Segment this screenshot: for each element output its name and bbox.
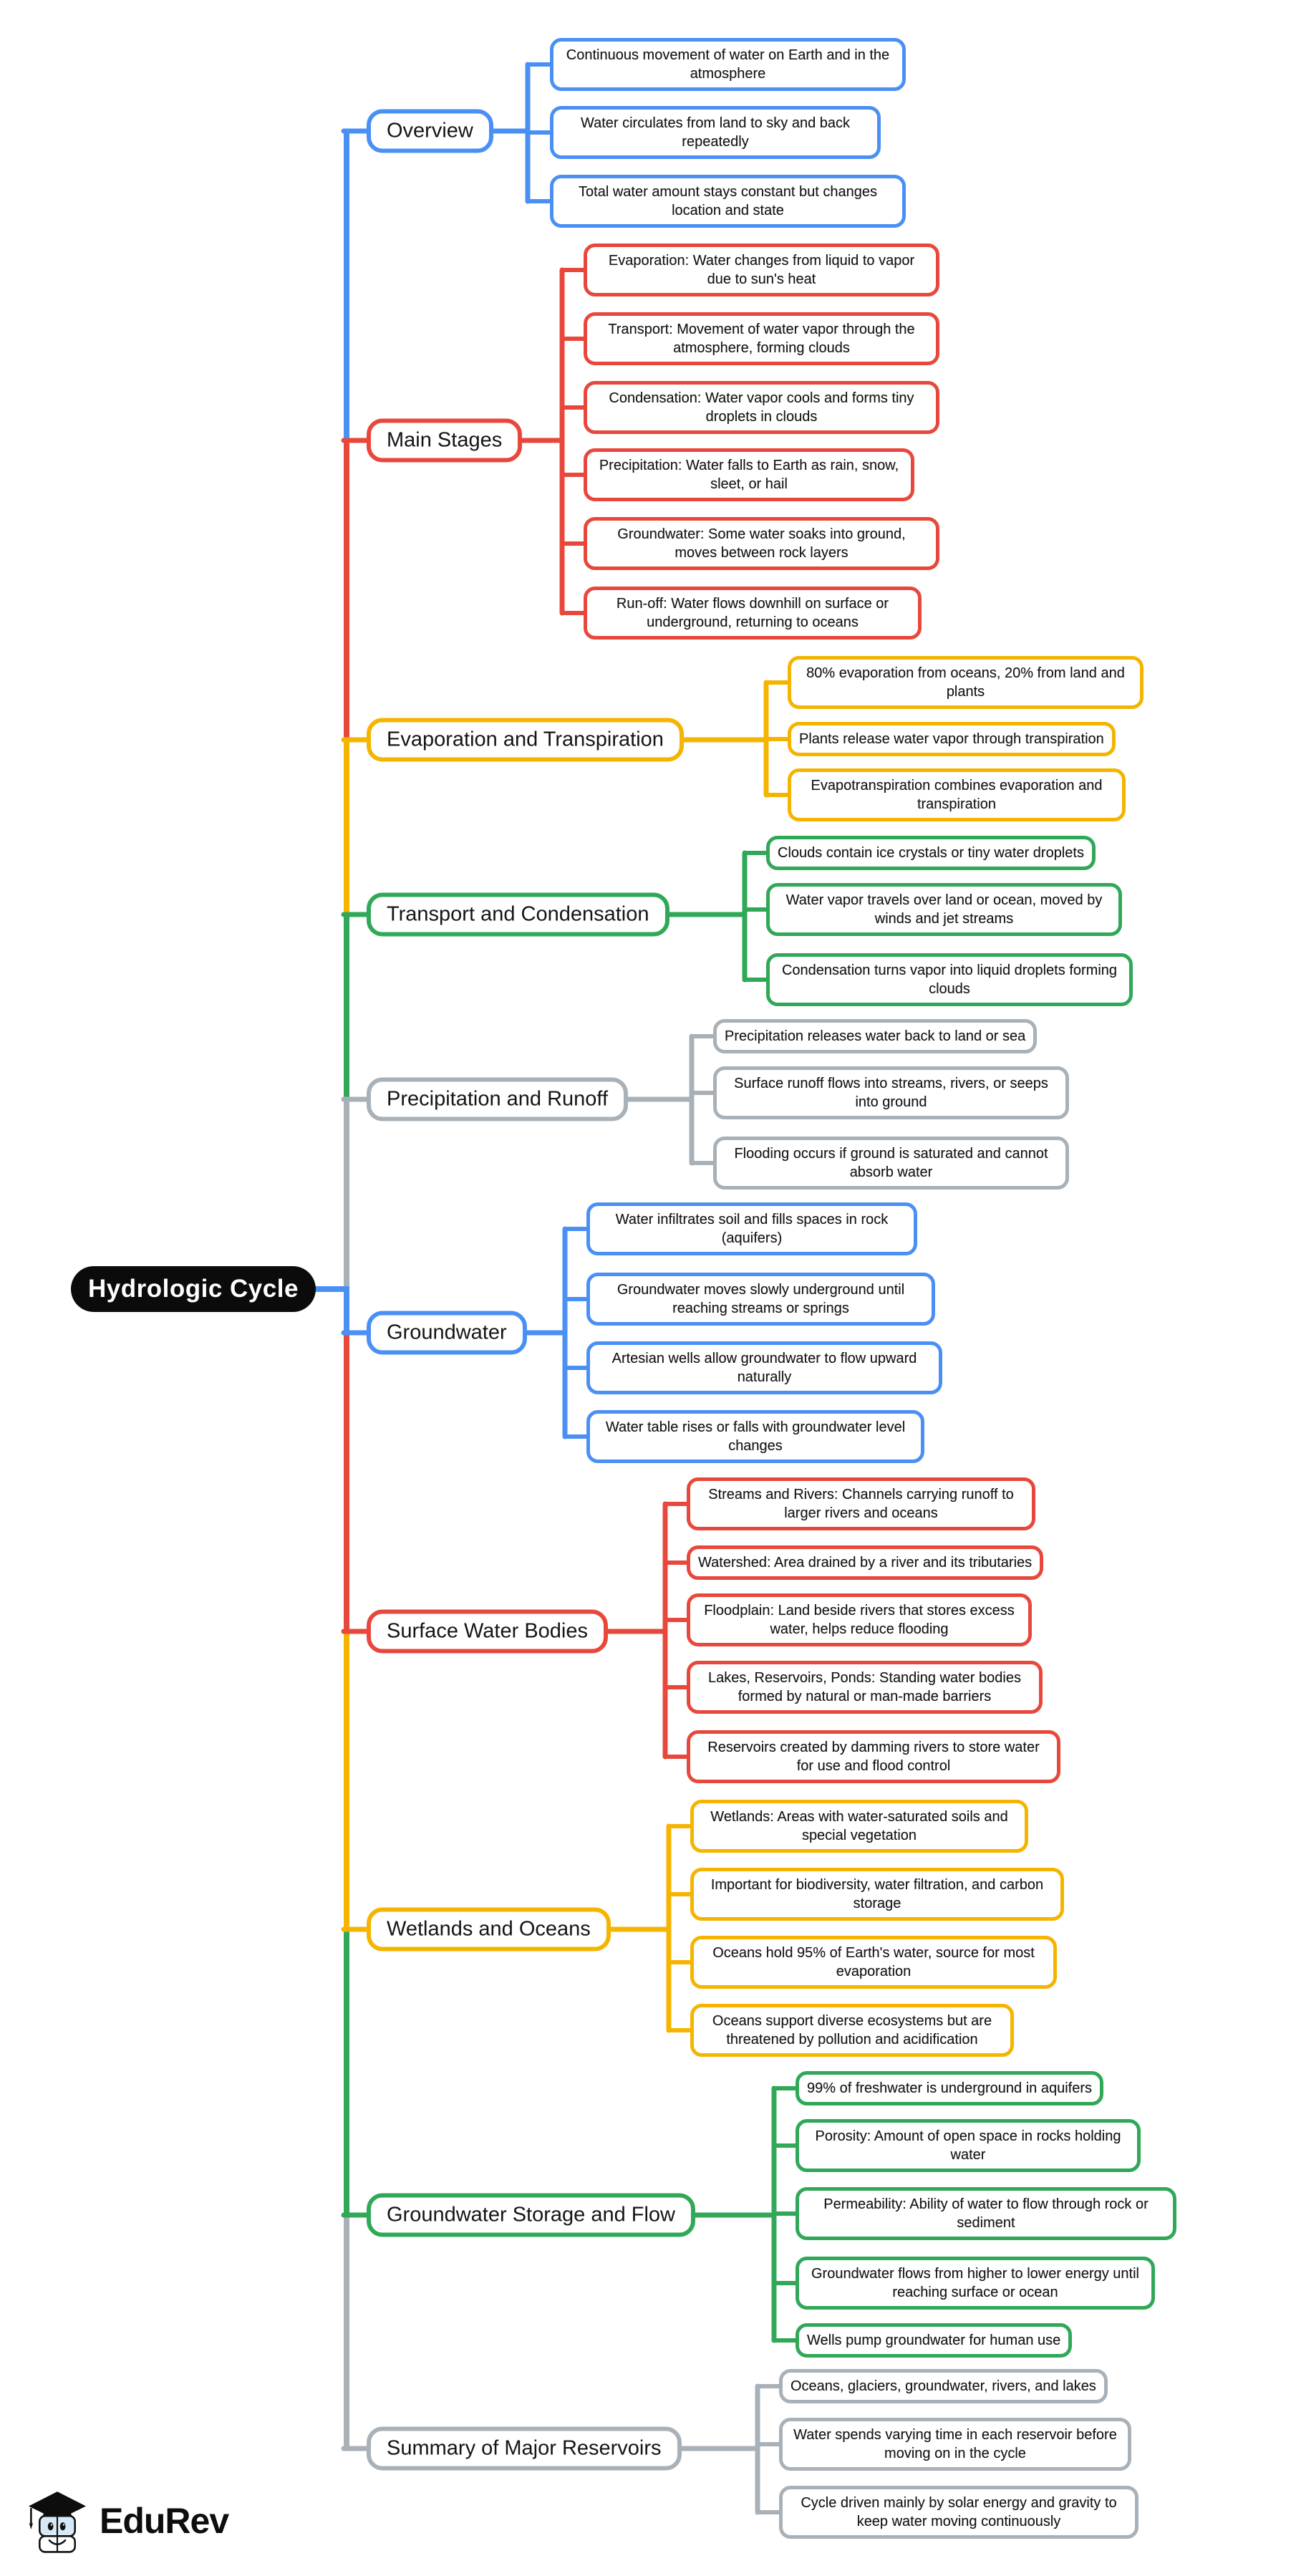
child-node-main-stages-2: Transport: Movement of water vapor throu… <box>584 312 939 365</box>
branch-node-overview: Overview <box>367 109 493 153</box>
child-node-evaporation-and-transpiration-1: 80% evaporation from oceans, 20% from la… <box>788 656 1143 709</box>
child-node-main-stages-1: Evaporation: Water changes from liquid t… <box>584 243 939 296</box>
child-node-surface-water-bodies-3: Floodplain: Land beside rivers that stor… <box>687 1593 1032 1646</box>
child-node-surface-water-bodies-4: Lakes, Reservoirs, Ponds: Standing water… <box>687 1661 1043 1714</box>
child-node-groundwater-1: Water infiltrates soil and fills spaces … <box>586 1202 917 1255</box>
child-node-groundwater-storage-and-flow-3: Permeability: Ability of water to flow t… <box>796 2187 1176 2240</box>
branch-node-evaporation-and-transpiration: Evaporation and Transpiration <box>367 718 684 762</box>
child-node-main-stages-4: Precipitation: Water falls to Earth as r… <box>584 448 914 501</box>
child-node-evaporation-and-transpiration-3: Evapotranspiration combines evaporation … <box>788 768 1126 821</box>
branch-node-groundwater: Groundwater <box>367 1311 527 1355</box>
child-node-groundwater-storage-and-flow-2: Porosity: Amount of open space in rocks … <box>796 2119 1141 2172</box>
child-node-summary-of-major-reservoirs-3: Cycle driven mainly by solar energy and … <box>779 2486 1138 2539</box>
branch-node-transport-and-condensation: Transport and Condensation <box>367 892 669 937</box>
child-node-surface-water-bodies-5: Reservoirs created by damming rivers to … <box>687 1730 1060 1783</box>
child-node-transport-and-condensation-1: Clouds contain ice crystals or tiny wate… <box>766 836 1096 870</box>
child-node-groundwater-storage-and-flow-4: Groundwater flows from higher to lower e… <box>796 2257 1155 2310</box>
child-node-surface-water-bodies-2: Watershed: Area drained by a river and i… <box>687 1545 1044 1580</box>
branch-node-summary-of-major-reservoirs: Summary of Major Reservoirs <box>367 2426 682 2471</box>
child-node-precipitation-and-runoff-1: Precipitation releases water back to lan… <box>713 1019 1038 1053</box>
child-node-main-stages-5: Groundwater: Some water soaks into groun… <box>584 517 939 570</box>
child-node-groundwater-storage-and-flow-5: Wells pump groundwater for human use <box>796 2323 1073 2358</box>
root-node-hydrologic-cycle: Hydrologic Cycle <box>71 1266 316 1312</box>
child-node-summary-of-major-reservoirs-1: Oceans, glaciers, groundwater, rivers, a… <box>779 2369 1108 2403</box>
child-node-evaporation-and-transpiration-2: Plants release water vapor through trans… <box>788 722 1116 756</box>
branch-node-surface-water-bodies: Surface Water Bodies <box>367 1609 608 1654</box>
child-node-precipitation-and-runoff-3: Flooding occurs if ground is saturated a… <box>713 1137 1069 1190</box>
child-node-transport-and-condensation-2: Water vapor travels over land or ocean, … <box>766 883 1122 936</box>
child-node-wetlands-and-oceans-3: Oceans hold 95% of Earth's water, source… <box>690 1936 1057 1989</box>
edurev-logo: EduRev <box>26 2488 229 2554</box>
child-node-groundwater-2: Groundwater moves slowly underground unt… <box>586 1273 935 1326</box>
child-node-precipitation-and-runoff-2: Surface runoff flows into streams, river… <box>713 1066 1069 1119</box>
graduation-cap-icon <box>28 2491 87 2553</box>
child-node-wetlands-and-oceans-2: Important for biodiversity, water filtra… <box>690 1868 1064 1921</box>
child-node-surface-water-bodies-1: Streams and Rivers: Channels carrying ru… <box>687 1477 1035 1530</box>
branch-node-main-stages: Main Stages <box>367 418 523 463</box>
child-node-main-stages-6: Run-off: Water flows downhill on surface… <box>584 587 922 640</box>
child-node-summary-of-major-reservoirs-2: Water spends varying time in each reserv… <box>779 2418 1131 2471</box>
child-node-groundwater-storage-and-flow-1: 99% of freshwater is underground in aqui… <box>796 2071 1104 2105</box>
child-node-transport-and-condensation-3: Condensation turns vapor into liquid dro… <box>766 953 1133 1006</box>
edurev-brand-text: EduRev <box>100 2501 229 2541</box>
child-node-wetlands-and-oceans-4: Oceans support diverse ecosystems but ar… <box>690 2004 1014 2057</box>
child-node-main-stages-3: Condensation: Water vapor cools and form… <box>584 381 939 434</box>
child-node-overview-3: Total water amount stays constant but ch… <box>550 175 906 228</box>
branch-node-precipitation-and-runoff: Precipitation and Runoff <box>367 1077 629 1121</box>
child-node-groundwater-4: Water table rises or falls with groundwa… <box>586 1410 924 1463</box>
child-node-groundwater-3: Artesian wells allow groundwater to flow… <box>586 1341 942 1394</box>
branch-node-groundwater-storage-and-flow: Groundwater Storage and Flow <box>367 2193 695 2237</box>
child-node-wetlands-and-oceans-1: Wetlands: Areas with water-saturated soi… <box>690 1800 1028 1853</box>
branch-node-wetlands-and-oceans: Wetlands and Oceans <box>367 1907 611 1952</box>
child-node-overview-2: Water circulates from land to sky and ba… <box>550 106 881 159</box>
child-node-overview-1: Continuous movement of water on Earth an… <box>550 38 906 91</box>
